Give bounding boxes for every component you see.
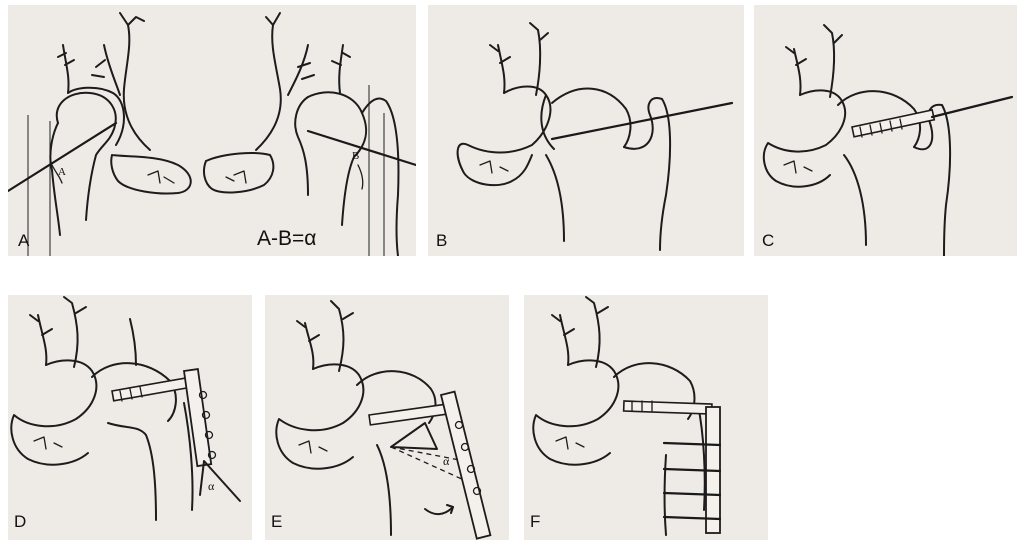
panel-b: B xyxy=(428,5,744,256)
panel-d: α D xyxy=(8,295,252,540)
panel-e-letter: E xyxy=(271,513,282,530)
panel-b-drawing xyxy=(428,5,744,256)
angle-label-right: B xyxy=(352,150,359,162)
panel-f: F xyxy=(524,295,768,540)
angle-label-left: A xyxy=(58,166,66,178)
panel-d-angle-symbol: α xyxy=(208,479,215,493)
panel-a: A B A A-B=α xyxy=(8,5,416,256)
panel-a-letter: A xyxy=(18,232,29,249)
panel-e-drawing: α xyxy=(265,295,509,540)
panel-c: C xyxy=(754,5,1017,256)
panel-a-drawing: A B xyxy=(8,5,416,256)
panel-e: α E xyxy=(265,295,509,540)
panel-b-letter: B xyxy=(436,232,447,249)
panel-c-letter: C xyxy=(762,232,774,249)
panel-d-letter: D xyxy=(14,513,26,530)
panel-f-letter: F xyxy=(530,513,540,530)
panel-e-angle-symbol: α xyxy=(443,454,450,468)
panel-c-drawing xyxy=(754,5,1017,256)
panel-a-formula: A-B=α xyxy=(257,228,316,249)
panel-d-drawing: α xyxy=(8,295,252,540)
panel-f-drawing xyxy=(524,295,768,540)
